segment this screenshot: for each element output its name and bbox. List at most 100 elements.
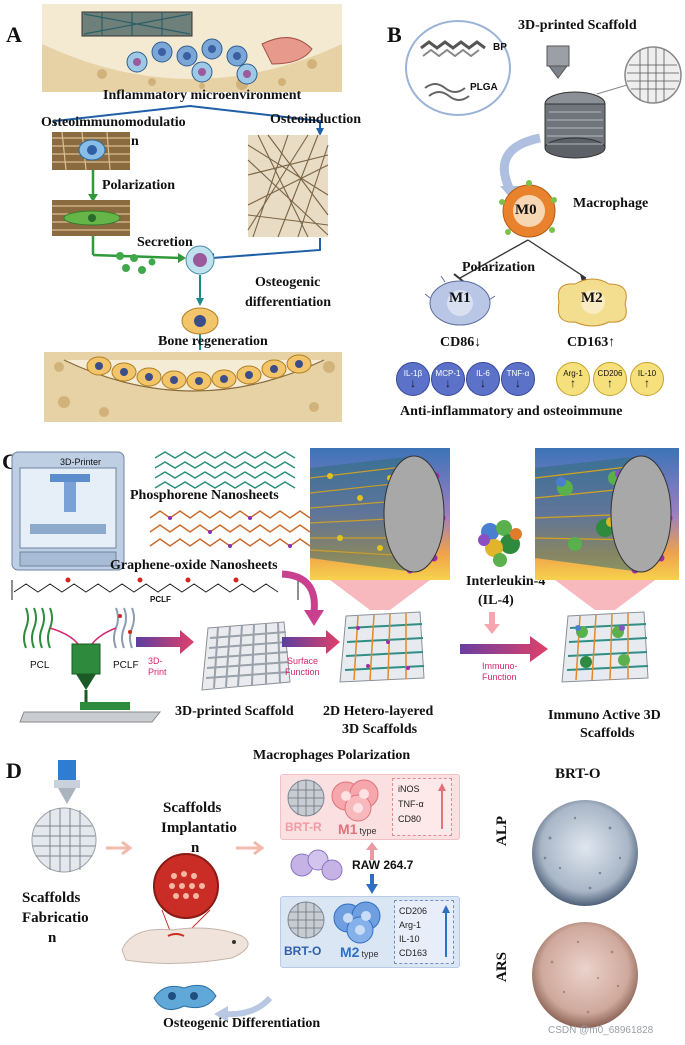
ars-label: ARS — [494, 951, 510, 982]
printer-nozzle-scaffold — [544, 45, 682, 159]
m1-up-bar-arrow — [438, 783, 446, 829]
m2-marker-d: CD206 — [399, 906, 428, 916]
immuno-function-arrow — [460, 636, 548, 662]
bp-plga-circle — [405, 20, 511, 116]
plga-label: PLGA — [470, 82, 498, 93]
macrophages-polarization-label: Macrophages Polarization — [253, 748, 411, 763]
pcl-pclf-extrusion — [19, 607, 162, 723]
alp-stain-well — [532, 800, 638, 906]
brt-o-scaffold — [287, 901, 325, 939]
m2-marker: CD206 ↑ — [593, 362, 627, 396]
m0-label: M0 — [515, 202, 537, 218]
print-arrow — [136, 630, 194, 654]
polarization-a-label: Polarization — [102, 178, 176, 193]
immuno-scaffold-render — [534, 448, 679, 580]
osteoblast-cell — [181, 307, 219, 335]
fabrication-label-2: Fabricatio — [22, 910, 89, 926]
zoom-funnel-2 — [555, 580, 655, 610]
m1-marker-d: CD80 — [398, 814, 422, 824]
printed-scaffold-label: 3D-printed Scaffold — [175, 704, 294, 719]
hetero-label-1: 2D Hetero-layered — [323, 704, 434, 719]
hetero-scaffold-small — [339, 611, 425, 683]
cd86-label: CD86↓ — [440, 335, 482, 350]
printed-scaffold-grid — [201, 621, 291, 691]
m2-marker-d: CD163 — [399, 948, 428, 958]
osteoimmuno-label-n: n — [131, 134, 139, 149]
mac-to-osteo-arrow — [214, 995, 273, 1022]
arrow-down-icon: ↓ — [410, 376, 416, 390]
implantation-label-1: Scaffolds — [163, 800, 222, 816]
print-arrow-label-1: 3D- — [148, 656, 163, 666]
polarization-b-label: Polarization — [462, 260, 536, 275]
implant-rat-illustration — [121, 853, 249, 965]
fab-to-implant-arrow — [106, 840, 133, 856]
m2-up-bar-arrow — [442, 905, 450, 957]
fabrication-label-3: n — [48, 930, 57, 946]
print-arrow-label-2: Print — [148, 667, 167, 677]
m2-cell — [557, 278, 627, 327]
pclf-label: PCLF — [113, 660, 139, 671]
graphene-oxide-label: Graphene-oxide Nanosheets — [110, 558, 278, 573]
m1-marker: TNF-α ↓ — [501, 362, 535, 396]
m1-marker-box: iNOS TNF-α CD80 — [392, 778, 452, 836]
graphene-oxide-nanosheet — [149, 510, 311, 548]
immuno-label-2: Scaffolds — [580, 726, 635, 741]
ars-stain-well — [532, 922, 638, 1028]
arrow-down-icon: ↓ — [515, 376, 521, 390]
immuno-arrow-label-1: Immuno- — [482, 661, 518, 671]
immuno-scaffold-small — [561, 611, 649, 683]
macrophage-label: Macrophage — [573, 196, 649, 211]
panel-a-letter: A — [6, 22, 22, 47]
m2-marker-d: IL-10 — [399, 934, 420, 944]
surface-function-arrow — [282, 630, 340, 654]
osteogenic-differentiation-label: Osteogenic Differentiation — [163, 1016, 321, 1031]
bp-label: BP — [493, 42, 507, 53]
il4-label: (IL-4) — [478, 593, 514, 608]
raw-label: RAW 264.7 — [352, 858, 414, 872]
zoom-funnel-1 — [330, 580, 430, 610]
3d-printer-illustration — [11, 451, 125, 571]
m1-cells-d — [331, 779, 379, 822]
arrow-up-icon: ↑ — [644, 376, 650, 390]
inflammatory-label: Inflammatory microenvironment — [103, 88, 302, 103]
brt-o-stain-title: BRT-O — [555, 766, 601, 782]
pclf-formula-label: PCLF — [150, 595, 171, 604]
bone-regeneration-label: Bone regeneration — [158, 334, 268, 349]
osteogenic-label-1: Osteogenic — [255, 275, 321, 290]
m1-marker: IL-1β ↓ — [396, 362, 430, 396]
m2-marker: Arg-1 ↑ — [556, 362, 590, 396]
m2-marker-d: Arg-1 — [399, 920, 422, 930]
phosphorene-label: Phosphorene Nanosheets — [130, 488, 279, 503]
m2-marker-box: CD206 Arg-1 IL-10 CD163 — [394, 900, 454, 964]
brt-r-label: BRT-R — [285, 820, 322, 834]
fabrication-nozzle — [54, 760, 80, 804]
watermark: CSDN @m0_68961828 — [548, 1025, 654, 1036]
surface-curve-arrow — [281, 570, 324, 626]
panel-d-letter: D — [6, 758, 22, 783]
m2-cells-d — [333, 901, 381, 944]
pcl-label: PCL — [30, 660, 50, 671]
il4-protein — [478, 520, 522, 567]
osteoimmuno-label: Osteoimmunomodulatio — [41, 115, 186, 130]
raw-up-arrow — [366, 842, 378, 860]
il4-down-arrow — [484, 612, 500, 634]
bone-regeneration-illustration — [44, 352, 342, 422]
arrow-down-icon: ↓ — [474, 335, 482, 350]
surface-label-1: Surface — [287, 656, 319, 666]
m1-marker: IL-6 ↓ — [466, 362, 500, 396]
osteoinduction-fibers — [247, 134, 329, 238]
immuno-arrow-label-2: Function — [482, 672, 517, 682]
m1-b-label: M1 — [449, 290, 471, 306]
osteoinduction-label: Osteoinduction — [270, 112, 362, 127]
3d-scaffold-label: 3D-printed Scaffold — [518, 18, 637, 33]
m2-marker: IL-10 ↑ — [630, 362, 664, 396]
raw-cells — [290, 849, 343, 881]
secretion-label: Secretion — [137, 235, 193, 250]
fiber-block-polarized — [52, 200, 130, 236]
arrow-up-icon: ↑ — [608, 335, 616, 350]
arrow-down-icon: ↓ — [480, 376, 486, 390]
m2-b-label: M2 — [581, 290, 603, 306]
fabricated-scaffold — [31, 807, 97, 873]
